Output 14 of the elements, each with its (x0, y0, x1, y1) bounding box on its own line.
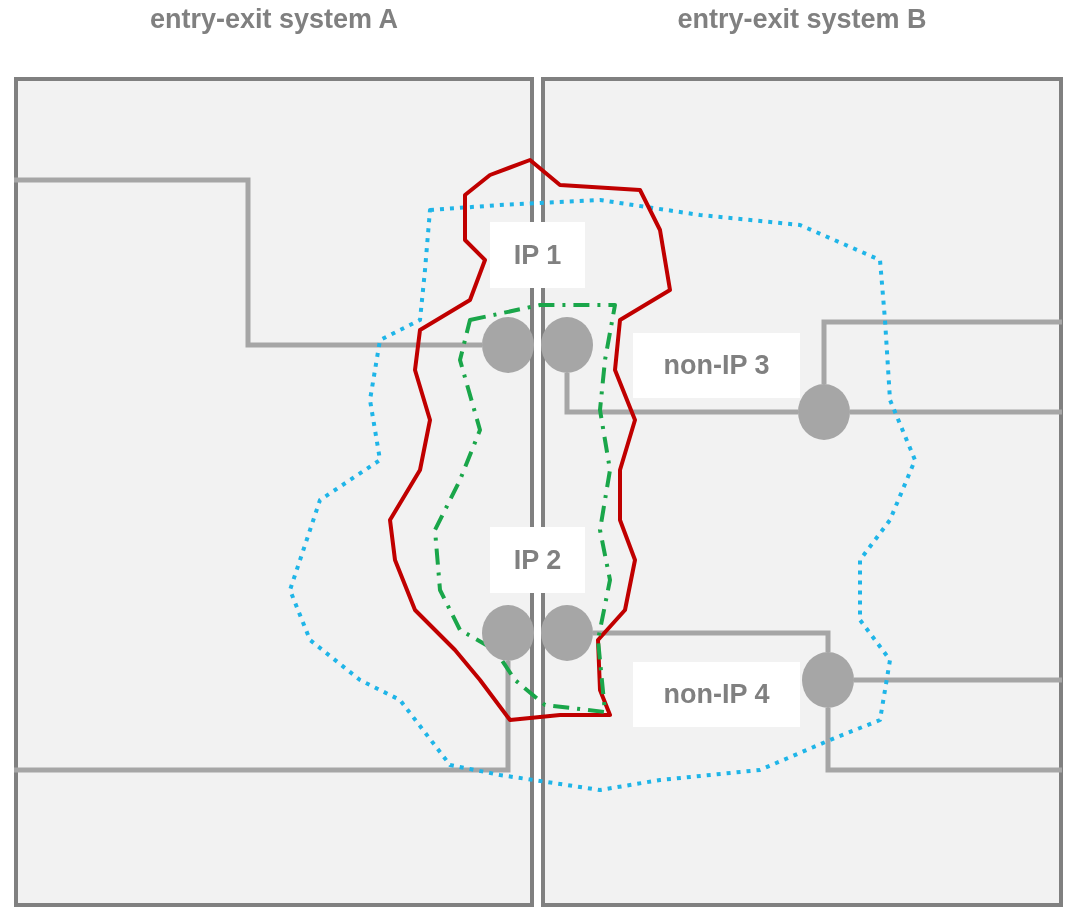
system-heading: entry-exit system A (148, 4, 400, 35)
point-label: IP 1 (490, 222, 585, 288)
pipeline (14, 661, 511, 773)
point-label: IP 2 (490, 527, 585, 593)
point-label: non-IP 4 (633, 662, 800, 727)
pipeline (825, 708, 1062, 773)
point-label: non-IP 3 (633, 333, 800, 398)
pipeline (850, 409, 1062, 415)
pipeline (593, 630, 831, 652)
system-heading: entry-exit system B (676, 4, 928, 35)
pipeline (564, 373, 798, 415)
pipeline (854, 677, 1062, 683)
pipeline (14, 177, 482, 348)
pipeline (821, 319, 1062, 384)
